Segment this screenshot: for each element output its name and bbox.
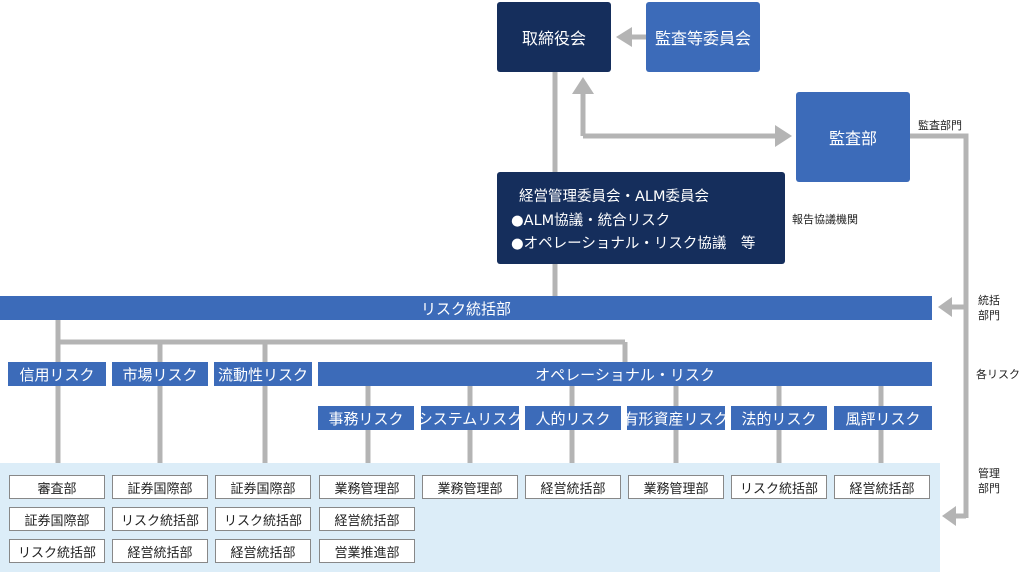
dept-box: リスク統括部 [731,475,827,499]
board-label: 取締役会 [521,29,586,48]
audit-dept-label: 監査部 [828,129,877,148]
dept-box: 証券国際部 [9,507,105,531]
sub-risk-box: 事務リスク [318,406,414,430]
sub-risk-label: システムリスク [417,409,523,428]
dept-box: 経営統括部 [215,539,311,563]
category-market-risk-label: 市場リスク [122,365,198,384]
dept-label: リスク統括部 [739,481,818,497]
dept-label: 業務管理部 [643,481,709,497]
audit-section-label: 監査部門 [918,119,962,132]
sub-risk-label: 事務リスク [328,409,404,428]
dept-box: 経営統括部 [834,475,930,499]
audit-committee-box: 監査等委員会 [646,2,760,72]
sub-risk-label: 人的リスク [535,409,611,428]
dept-label: 経営統括部 [230,545,296,561]
mgmt-section-label-2: 部門 [978,482,1000,495]
category-market-risk: 市場リスク [112,362,208,386]
dept-box: リスク統括部 [112,507,208,531]
sub-risk-box: 人的リスク [525,406,621,430]
dept-label: 証券国際部 [230,481,296,497]
committee-item-alm: ●ALM協議・統合リスク [511,213,671,229]
committee-item-operational: ●オペレーショナル・リスク協議 等 [511,236,756,252]
dept-label: 業務管理部 [334,481,400,497]
dept-label: リスク統括部 [120,513,199,529]
sub-risk-box: 法的リスク [731,406,827,430]
dept-box: 業務管理部 [628,475,724,499]
audit-committee-label: 監査等委員会 [654,29,751,48]
dept-box: 証券国際部 [215,475,311,499]
sub-risk-label: 有形資産リスク [623,409,729,428]
audit-dept-box: 監査部 [796,92,910,182]
dept-box: 証券国際部 [112,475,208,499]
category-operational-risk-label: オペレーショナル・リスク [535,365,715,384]
management-committee-box: 経営管理委員会・ALM委員会 ●ALM協議・統合リスク ●オペレーショナル・リス… [497,172,785,264]
dept-box: 経営統括部 [112,539,208,563]
report-body-label: 報告協議機関 [792,213,858,226]
dept-box: 審査部 [9,475,105,499]
dept-label: リスク統括部 [17,545,96,561]
category-credit-risk-label: 信用リスク [19,365,95,384]
dept-label: 証券国際部 [24,513,90,529]
dept-label: 経営統括部 [540,481,606,497]
board-box: 取締役会 [497,2,611,72]
dept-label: 業務管理部 [437,481,503,497]
sub-risk-label: 風評リスク [845,409,921,428]
dept-box: 経営統括部 [319,507,415,531]
dept-box: 業務管理部 [319,475,415,499]
dept-label: 経営統括部 [849,481,915,497]
dept-box: 業務管理部 [422,475,518,499]
dept-label: 審査部 [37,481,77,497]
dept-label: 証券国際部 [127,481,193,497]
category-operational-risk: オペレーショナル・リスク [318,362,932,386]
sub-risk-box: 風評リスク [834,406,932,430]
dept-box: リスク統括部 [215,507,311,531]
sub-risk-box: 有形資産リスク [624,406,729,430]
category-credit-risk: 信用リスク [8,362,106,386]
each-risk-label: 各リスク [976,368,1020,381]
dept-label: リスク統括部 [223,513,302,529]
dept-box: 経営統括部 [525,475,621,499]
dept-label: 経営統括部 [334,513,400,529]
category-liquidity-risk: 流動性リスク [214,362,312,386]
risk-control-label: リスク統括部 [420,299,511,318]
dept-label: 営業推進部 [334,545,400,561]
committee-title: 経営管理委員会・ALM委員会 [519,189,710,205]
sub-risk-label: 法的リスク [741,409,817,428]
control-section-label-2: 部門 [978,309,1000,322]
dept-box: リスク統括部 [9,539,105,563]
sub-risk-box: システムリスク [418,406,522,430]
category-liquidity-risk-label: 流動性リスク [217,365,308,384]
dept-box: 営業推進部 [319,539,415,563]
risk-control-bar: リスク統括部 [0,296,932,320]
dept-label: 経営統括部 [127,545,193,561]
control-section-label-1: 統括 [978,294,1000,307]
mgmt-section-label-1: 管理 [978,467,1000,480]
